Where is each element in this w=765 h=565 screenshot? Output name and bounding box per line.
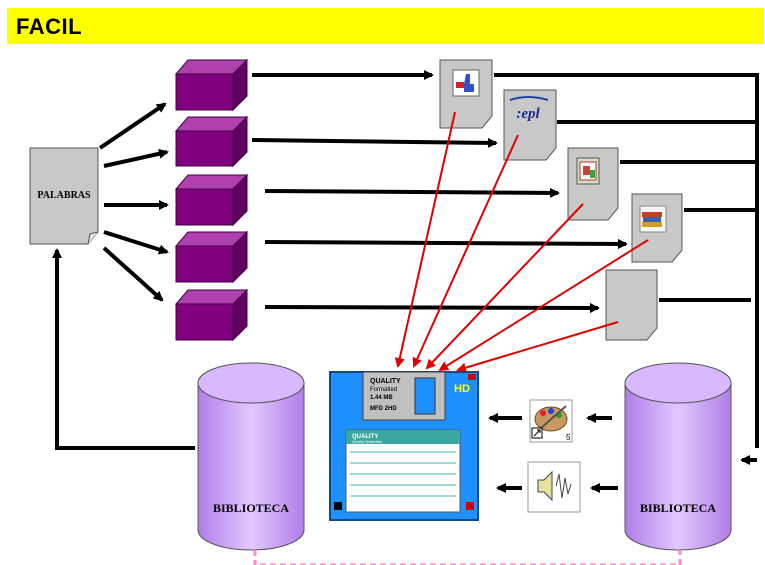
- process-cube: [174, 58, 249, 112]
- doc-books: [631, 193, 683, 263]
- title-bar: FACIL: [7, 8, 764, 44]
- palabras-label: PALABRAS: [37, 190, 91, 201]
- library-left-cylinder: BIBLIOTECA: [197, 362, 305, 551]
- blank-doc-icon: [605, 269, 658, 341]
- doc-presentation: [567, 147, 619, 221]
- library-left-label: BIBLIOTECA: [213, 501, 289, 515]
- palabras-document: PALABRAS: [29, 147, 99, 245]
- media-arrows: [488, 413, 618, 493]
- speaker-sound-icon: [527, 461, 581, 513]
- paint-badge: 5: [566, 433, 571, 442]
- process-cube: [174, 115, 249, 168]
- svg-text:Formatted: Formatted: [370, 387, 397, 393]
- fanout-arrows: [98, 102, 169, 302]
- svg-text:QUALITY: QUALITY: [370, 378, 401, 385]
- red-arrows: [394, 111, 649, 373]
- epl-logo-icon: :epl: [509, 96, 549, 122]
- svg-text:Quality Diskettes: Quality Diskettes: [352, 439, 382, 444]
- svg-text:1.44 MB: 1.44 MB: [370, 395, 393, 401]
- svg-text:QUALITY: QUALITY: [352, 434, 378, 440]
- books-icon: [639, 205, 667, 233]
- process-cube: [174, 230, 249, 284]
- library-right-cylinder: BIBLIOTECA: [624, 362, 732, 551]
- process-cubes: [174, 58, 249, 342]
- floppy-disk: QUALITY Formatted 1.44 MB MFD 2HD HD QUA…: [329, 371, 479, 521]
- cube-output-arrows: [251, 70, 628, 313]
- svg-text:MFD 2HD: MFD 2HD: [370, 406, 397, 412]
- page-title: FACIL: [16, 14, 83, 39]
- process-cube: [174, 173, 249, 227]
- bus-lines: [494, 73, 759, 465]
- paint-palette-icon: 5: [529, 399, 573, 443]
- hd-badge: HD: [454, 383, 470, 395]
- process-cube: [174, 288, 249, 342]
- svg-text::epl: :epl: [516, 106, 540, 122]
- doc-hand: [439, 59, 493, 129]
- loop-arrow: [52, 248, 195, 450]
- library-right-label: BIBLIOTECA: [640, 501, 716, 515]
- doc-epl: :epl: [503, 89, 557, 161]
- library-link: [253, 550, 682, 565]
- doc-blank: [605, 269, 658, 341]
- presentation-icon: [576, 157, 600, 185]
